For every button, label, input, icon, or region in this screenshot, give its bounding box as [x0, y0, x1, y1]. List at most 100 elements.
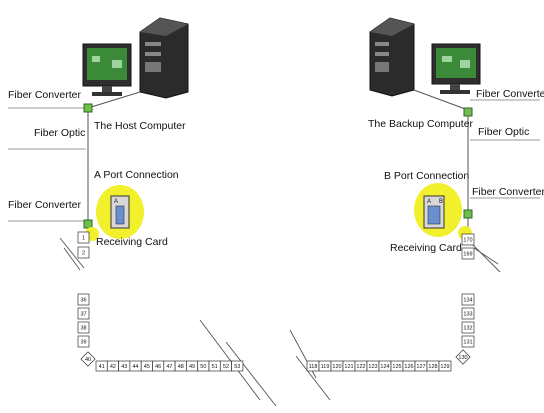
left-top-fiber-converter-label: Fiber Converter — [8, 89, 81, 101]
left-bottom-cell: 48 — [174, 360, 187, 372]
cell-label: 49 — [189, 364, 195, 370]
break-lines — [59, 237, 501, 407]
left-bottom-cell: 45 — [140, 360, 153, 372]
right-leader-lines — [470, 99, 540, 199]
a-port-connection-label: A Port Connection — [94, 169, 179, 181]
port-a-letter: A — [114, 199, 118, 205]
cell-label: 132 — [463, 326, 472, 332]
left-bottom-cell: 51 — [208, 360, 221, 372]
right-bottom-cell: 125 — [390, 360, 404, 372]
cell-label: 51 — [212, 364, 218, 370]
cell-label: 119 — [321, 364, 330, 370]
left-column-cell: 2 — [77, 246, 90, 259]
left-bottom-cell: 46 — [152, 360, 165, 372]
left-column-cell: 39 — [77, 335, 90, 348]
right-top-converter-icon — [463, 107, 473, 117]
backup-computer-label: The Backup Computer — [368, 118, 474, 130]
cell-label: 127 — [416, 364, 425, 370]
right-bottom-cell: 129 — [438, 360, 452, 372]
left-bottom-cell: 49 — [186, 360, 199, 372]
host-computer-icon — [82, 17, 189, 99]
cell-label: 41 — [99, 364, 105, 370]
left-bottom-fiber-converter-label: Fiber Converter — [8, 199, 81, 211]
right-bottom-cell: 124 — [378, 360, 392, 372]
cell-label: 37 — [80, 312, 86, 318]
right-column-cell: 170 — [461, 233, 475, 246]
left-bottom-cell: 44 — [129, 360, 142, 372]
cell-label: 50 — [200, 364, 206, 370]
cell-label: 133 — [463, 312, 472, 318]
left-bottom-cell: 47 — [163, 360, 176, 372]
led-cabinet-grid: 1 2 36 37 38 39 40 41 42 43 44 45 46 47 48 49 50 51 52 53 17… — [77, 231, 475, 372]
right-bottom-cell: 122 — [354, 360, 368, 372]
left-bottom-cell: 52 — [219, 360, 232, 372]
right-column-cell: 133 — [461, 307, 475, 320]
right-bottom-converter-icon — [463, 209, 473, 219]
right-top-fiber-converter-label: Fiber Converter — [476, 88, 544, 100]
cell-label: 170 — [463, 238, 472, 244]
cell-label: 52 — [223, 364, 229, 370]
cell-label: 40 — [85, 357, 91, 363]
cell-label: 130 — [458, 355, 467, 361]
cell-label: 125 — [392, 364, 401, 370]
right-column-cell: 132 — [461, 321, 475, 334]
left-fiber-line — [87, 91, 141, 232]
left-bottom-cell: 50 — [197, 360, 210, 372]
left-column-cell: 38 — [77, 321, 90, 334]
cell-label: 120 — [332, 364, 341, 370]
left-corner-cell: 40 — [80, 351, 96, 367]
right-bottom-cell: 127 — [414, 360, 428, 372]
right-bottom-cell: 121 — [342, 360, 356, 372]
port-b-letter: B — [439, 199, 443, 205]
cell-label: 122 — [356, 364, 365, 370]
right-fiber-optic-label: Fiber Optic — [478, 126, 530, 138]
cell-label: 169 — [463, 252, 472, 258]
cell-label: 46 — [155, 364, 161, 370]
right-column-cell: 169 — [461, 247, 475, 260]
right-bottom-cell: 118 — [306, 360, 320, 372]
cell-label: 131 — [463, 340, 472, 346]
cell-label: 53 — [234, 364, 240, 370]
right-corner-cell: 130 — [455, 349, 471, 365]
cell-label: 42 — [110, 364, 116, 370]
right-receiving-card-label: Receiving Card — [390, 242, 462, 254]
cell-label: 38 — [80, 326, 86, 332]
cell-label: 126 — [404, 364, 413, 370]
left-bottom-cell: 53 — [231, 360, 244, 372]
cell-label: 2 — [82, 251, 85, 257]
right-bottom-cell: 120 — [330, 360, 344, 372]
left-leader-lines — [8, 107, 86, 222]
cell-label: 45 — [144, 364, 150, 370]
cell-label: 36 — [80, 298, 86, 304]
left-bottom-converter-icon — [83, 219, 93, 229]
left-bottom-cell: 43 — [118, 360, 131, 372]
host-computer-label: The Host Computer — [94, 120, 186, 132]
right-column-cell: 134 — [461, 293, 475, 306]
left-top-converter-icon — [83, 103, 93, 113]
port-a-letter-right: A — [427, 199, 431, 205]
right-column-cell: 131 — [461, 335, 475, 348]
right-bottom-cell: 128 — [426, 360, 440, 372]
cell-label: 134 — [463, 298, 472, 304]
cell-label: 1 — [82, 236, 85, 242]
cell-label: 118 — [309, 364, 318, 370]
right-bottom-cell: 123 — [366, 360, 380, 372]
left-column-cell: 37 — [77, 307, 90, 320]
cell-label: 124 — [380, 364, 389, 370]
right-bottom-cell: 119 — [318, 360, 332, 372]
right-bottom-cell: 126 — [402, 360, 416, 372]
backup-computer-icon — [369, 17, 481, 97]
cell-label: 121 — [344, 364, 353, 370]
cell-label: 123 — [368, 364, 377, 370]
cell-label: 44 — [132, 364, 138, 370]
right-bottom-fiber-converter-label: Fiber Converter — [472, 186, 544, 198]
cell-label: 47 — [166, 364, 172, 370]
left-column-cell: 1 — [77, 231, 90, 244]
cell-label: 48 — [178, 364, 184, 370]
left-bottom-cell: 41 — [95, 360, 108, 372]
left-bottom-cell: 42 — [106, 360, 119, 372]
cell-label: 43 — [121, 364, 127, 370]
cell-label: 128 — [428, 364, 437, 370]
b-port-connection-label: B Port Connection — [384, 170, 470, 182]
